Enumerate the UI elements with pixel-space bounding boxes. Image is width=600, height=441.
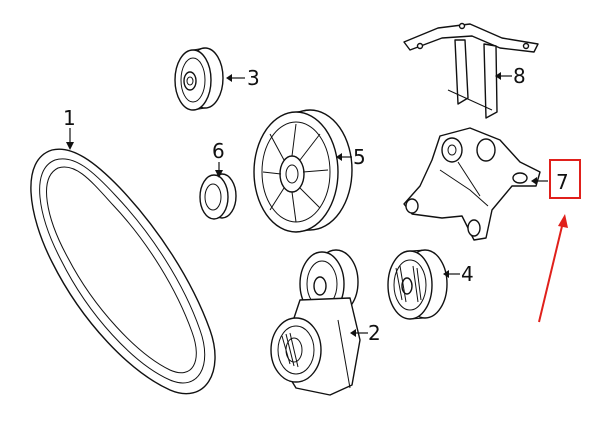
pulley-cap-part-6[interactable] [199, 173, 237, 220]
fan-pulley-part-5[interactable] [253, 109, 353, 233]
callout-2-arrowhead [350, 329, 356, 337]
callout-7-arrowhead [531, 177, 537, 185]
highlight-box [549, 159, 581, 199]
callout-3: 3 [247, 66, 260, 90]
callout-5: 5 [353, 145, 366, 169]
callout-6: 6 [212, 139, 225, 163]
callout-1: 1 [63, 106, 76, 130]
callout-4-arrowhead [443, 270, 449, 278]
callout-7: 7 [556, 170, 569, 194]
callout-4: 4 [461, 262, 474, 286]
belt-tensioner-part-2[interactable] [270, 249, 361, 396]
callout-3-arrowhead [226, 74, 232, 82]
highlight-arrowhead-icon [558, 214, 568, 228]
callout-1-arrowhead [66, 142, 74, 150]
callout-8: 8 [513, 64, 526, 88]
callout-5-arrowhead [336, 153, 342, 161]
callout-6-arrowhead [215, 170, 223, 178]
callout-8-arrowhead [495, 72, 501, 80]
idler-pulley-part-3[interactable] [174, 47, 224, 111]
support-bracket-part-8[interactable] [403, 22, 539, 119]
bracket-part-7[interactable] [403, 127, 541, 241]
idler-pulley-part-4[interactable] [387, 249, 448, 320]
callout-2: 2 [368, 321, 381, 345]
highlight-arrow [538, 221, 564, 323]
belt-part-1[interactable] [30, 148, 216, 395]
